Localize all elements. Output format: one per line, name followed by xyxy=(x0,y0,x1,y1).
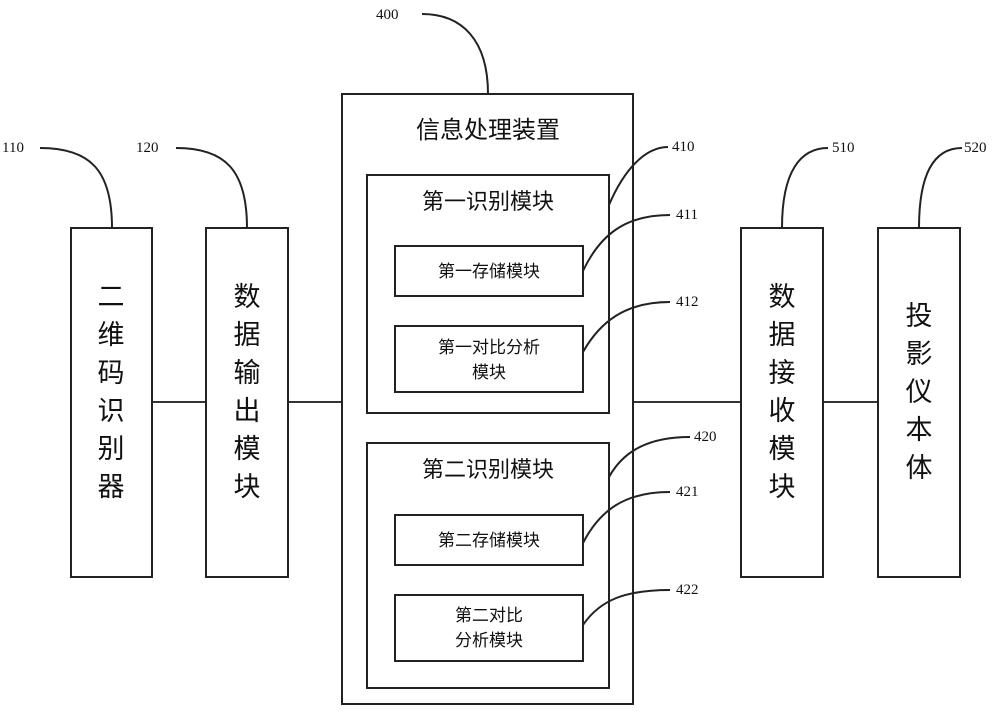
first-analysis-block xyxy=(394,325,584,393)
svg-text:本: 本 xyxy=(906,415,933,446)
ref-420: 420 xyxy=(694,429,717,445)
first-analysis-line2: 模块 xyxy=(472,363,506,383)
projector-label: 投 影 仪 本 体 xyxy=(906,301,933,484)
svg-text:数: 数 xyxy=(769,282,796,313)
leader-421 xyxy=(582,491,671,544)
data-receive-label: 数 据 接 收 模 块 xyxy=(769,282,796,503)
svg-text:据: 据 xyxy=(769,320,796,351)
ref-110: 110 xyxy=(2,140,24,156)
ref-421: 421 xyxy=(676,484,699,500)
svg-text:块: 块 xyxy=(234,472,261,503)
svg-text:别: 别 xyxy=(98,434,125,465)
data-output-block xyxy=(205,227,289,578)
ref-520: 520 xyxy=(964,140,987,156)
ref-400: 400 xyxy=(376,7,399,23)
svg-text:维: 维 xyxy=(98,320,125,351)
svg-text:投: 投 xyxy=(906,301,933,332)
svg-text:识: 识 xyxy=(98,396,125,427)
svg-text:收: 收 xyxy=(769,396,796,427)
leader-411 xyxy=(582,214,671,272)
second-analysis-line2: 分析模块 xyxy=(455,631,523,651)
svg-text:据: 据 xyxy=(234,320,261,351)
second-module-title: 第二识别模块 xyxy=(422,458,554,483)
leader-420 xyxy=(608,436,691,478)
svg-text:模: 模 xyxy=(769,434,796,465)
svg-text:码: 码 xyxy=(98,358,125,389)
leader-412 xyxy=(582,301,671,353)
svg-text:器: 器 xyxy=(98,472,125,503)
ref-510: 510 xyxy=(832,140,855,156)
leader-110 xyxy=(39,147,113,229)
leader-520 xyxy=(918,147,963,229)
projector-block xyxy=(877,227,961,578)
first-storage-block xyxy=(394,245,584,297)
ref-120: 120 xyxy=(136,140,159,156)
leader-400 xyxy=(421,13,489,95)
ref-410: 410 xyxy=(672,139,695,155)
leader-410 xyxy=(608,146,669,206)
first-analysis-line1: 第一对比分析 xyxy=(438,338,540,358)
leader-120 xyxy=(175,147,248,229)
qr-reader-label: 二 维 码 识 别 器 xyxy=(98,282,125,503)
qr-reader-block xyxy=(70,227,153,578)
first-module-title: 第一识别模块 xyxy=(422,190,554,215)
second-analysis-line1: 第二对比 xyxy=(455,606,523,626)
svg-text:模: 模 xyxy=(234,434,261,465)
ref-412: 412 xyxy=(676,294,699,310)
svg-text:影: 影 xyxy=(906,339,933,370)
svg-text:出: 出 xyxy=(234,396,261,427)
first-storage-label: 第一存储模块 xyxy=(438,262,540,282)
leader-422 xyxy=(582,589,671,626)
data-receive-block xyxy=(740,227,824,578)
svg-text:接: 接 xyxy=(769,358,796,389)
second-analysis-block xyxy=(394,594,584,662)
ref-422: 422 xyxy=(676,582,699,598)
svg-text:仪: 仪 xyxy=(906,377,933,408)
leader-510 xyxy=(781,147,829,229)
ref-411: 411 xyxy=(676,207,698,223)
second-storage-block xyxy=(394,514,584,566)
svg-text:块: 块 xyxy=(769,472,796,503)
svg-text:数: 数 xyxy=(234,282,261,313)
data-output-label: 数 据 输 出 模 块 xyxy=(234,282,261,503)
second-storage-label: 第二存储模块 xyxy=(438,531,540,551)
processor-title: 信息处理装置 xyxy=(416,116,560,144)
svg-text:体: 体 xyxy=(906,453,933,484)
svg-text:二: 二 xyxy=(98,282,125,313)
svg-text:输: 输 xyxy=(234,358,261,389)
